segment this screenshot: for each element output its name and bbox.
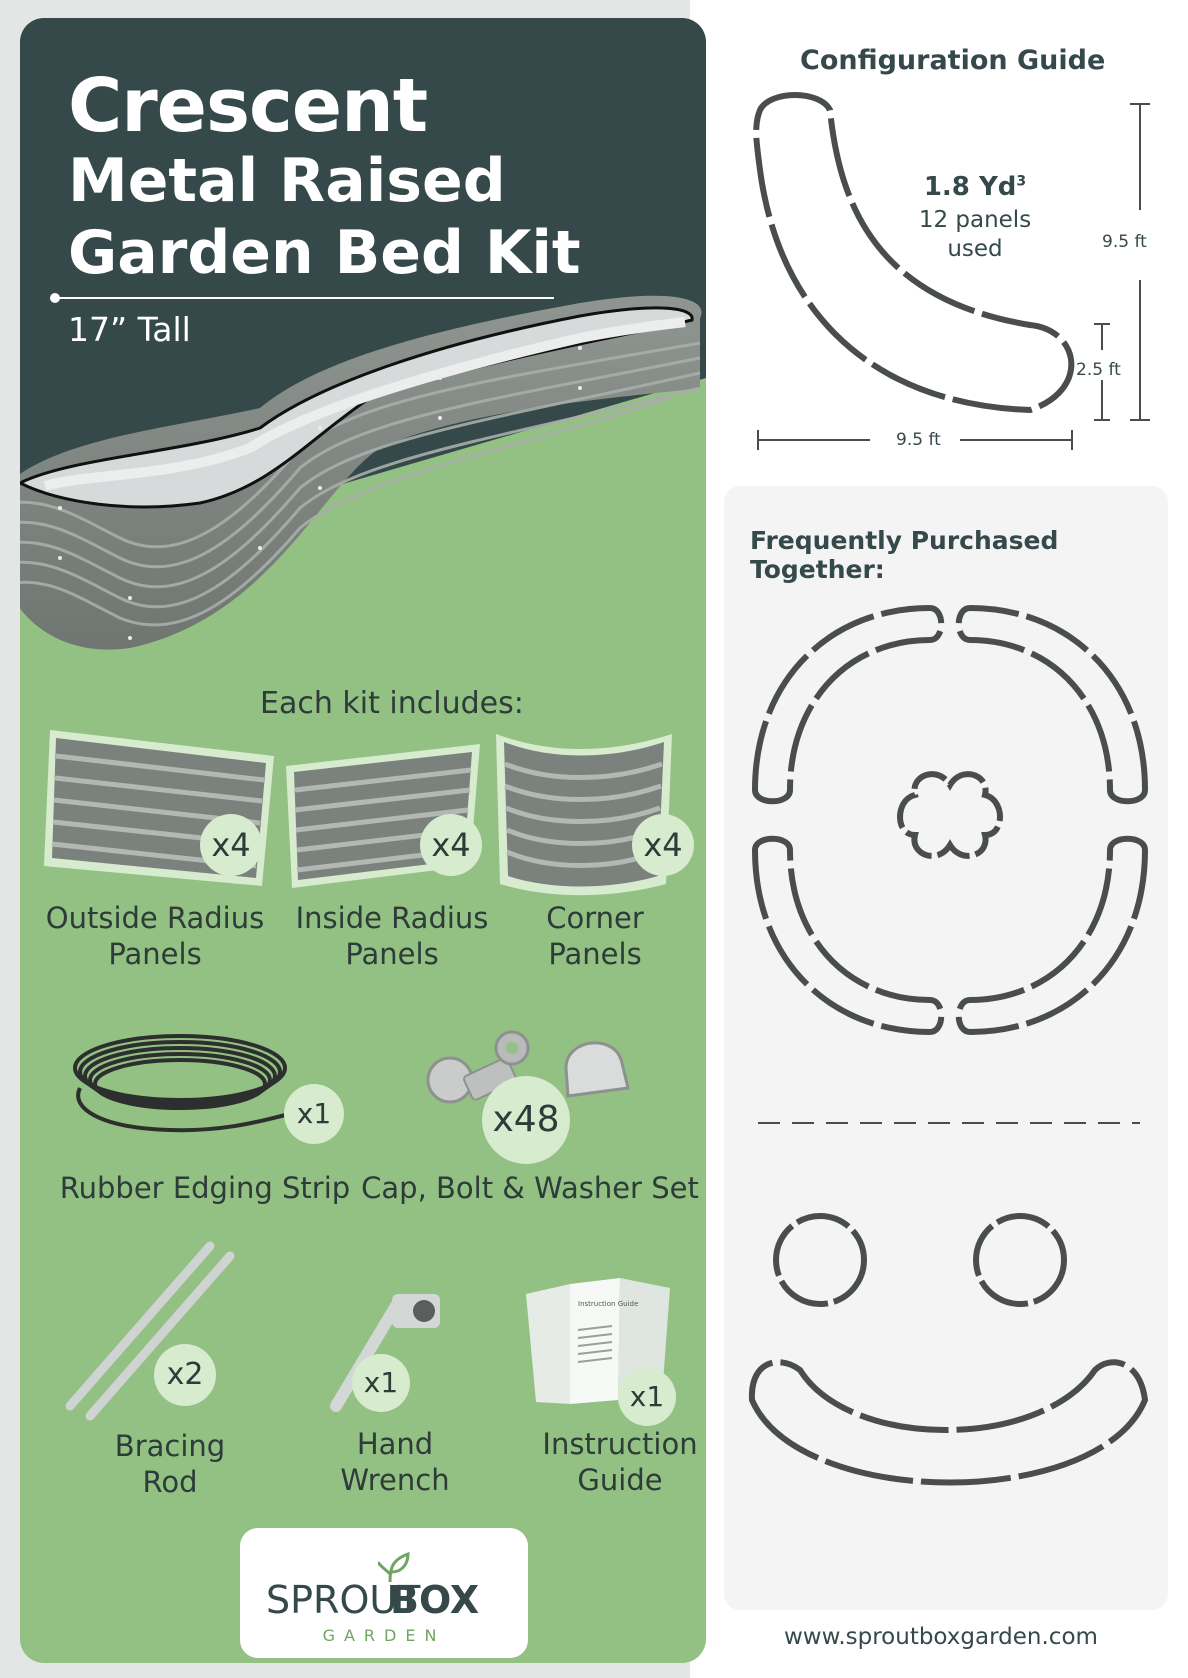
logo-box-text: BOX bbox=[390, 1578, 480, 1622]
count-badge: x1 bbox=[284, 1084, 344, 1144]
count-badge: x4 bbox=[632, 814, 694, 876]
kit-heading: Each kit includes: bbox=[260, 686, 524, 721]
config-volume: 1.8 Yd3 bbox=[923, 172, 1027, 202]
count-badge: x4 bbox=[200, 814, 262, 876]
footer-url[interactable]: www.sproutboxgarden.com bbox=[784, 1624, 1098, 1650]
brand-logo: SPROUT BOX GARDEN bbox=[240, 1528, 528, 1658]
related-products-panel bbox=[724, 486, 1168, 1610]
hardware-icon bbox=[426, 1030, 630, 1104]
count-badge: x2 bbox=[154, 1344, 216, 1406]
title-line-2: Metal Raised bbox=[68, 146, 506, 216]
header-diagonal bbox=[20, 378, 706, 718]
wrench-icon bbox=[330, 1294, 440, 1412]
rubber-edging-icon bbox=[73, 1034, 291, 1133]
item-label: Cap, Bolt & Washer Set bbox=[361, 1171, 699, 1205]
related-shapes-diagram bbox=[748, 604, 1149, 1486]
title-rule-dot bbox=[50, 293, 60, 303]
sprout-leaf-icon bbox=[378, 1551, 410, 1583]
dim-end-label: 2.5 ft bbox=[1076, 360, 1121, 380]
raised-bed-illustration bbox=[20, 295, 702, 650]
count-badge: x4 bbox=[420, 814, 482, 876]
product-card: Crescent Metal Raised Garden Bed Kit 17”… bbox=[20, 18, 706, 1663]
logo-garden-text: GARDEN bbox=[322, 1626, 446, 1645]
item-label: Rubber Edging Strip bbox=[59, 1171, 351, 1205]
instruction-guide-icon: Instruction Guide bbox=[526, 1278, 670, 1404]
title-rule bbox=[54, 297, 554, 299]
dim-height-label: 9.5 ft bbox=[1102, 232, 1147, 252]
count-badge: x1 bbox=[352, 1354, 410, 1412]
count-badge: x48 bbox=[482, 1076, 570, 1164]
subtitle: 17” Tall bbox=[68, 310, 191, 349]
config-title: Configuration Guide bbox=[800, 45, 1106, 76]
corner-panel-icon bbox=[496, 734, 672, 896]
related-title: Frequently Purchased Together: bbox=[750, 526, 1059, 584]
dim-width-label: 9.5 ft bbox=[896, 430, 941, 450]
guide-cover-text: Instruction Guide bbox=[578, 1300, 638, 1308]
logo-sprout-text: SPROUT bbox=[266, 1578, 421, 1622]
count-badge: x1 bbox=[618, 1368, 676, 1426]
bracing-rod-icon bbox=[65, 1241, 235, 1421]
title-line-3: Garden Bed Kit bbox=[68, 218, 581, 288]
title-line-1: Crescent bbox=[68, 63, 428, 149]
crescent-configuration-diagram bbox=[753, 92, 1150, 450]
